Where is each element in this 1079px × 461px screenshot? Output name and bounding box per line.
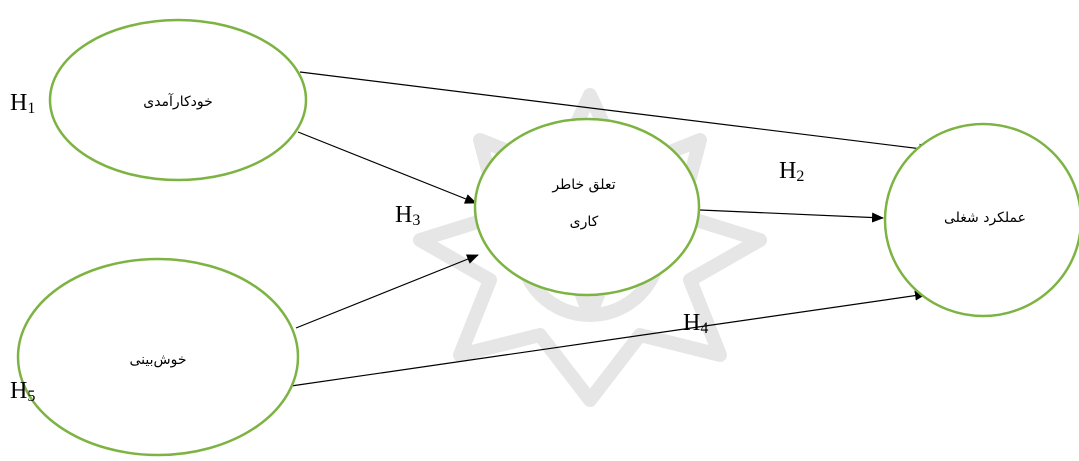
node-self-efficacy-label: خودکارآمدی: [143, 93, 213, 110]
node-optimism: خوش‌بینی: [16, 257, 300, 457]
edge-optimism-to-job-performance: [290, 290, 927, 387]
hypothesis-h3-label: H3: [395, 202, 420, 229]
hypothesis-h5-label: H5: [10, 378, 35, 405]
node-job-performance: عملکرد شغلی: [883, 122, 1079, 318]
edge-work-engagement-to-job-performance: [699, 209, 884, 223]
node-work-engagement-label-line1: تعلق خاطر: [551, 177, 615, 193]
edge-self-efficacy-to-job-performance: [299, 71, 931, 154]
edge-self-efficacy-to-work-engagement: [297, 131, 477, 204]
hypothesis-h1-label: H1: [10, 90, 35, 117]
node-optimism-label: خوش‌بینی: [130, 352, 187, 368]
edge-optimism-to-work-engagement: [295, 254, 479, 329]
node-work-engagement-label-line2: کاری: [570, 214, 599, 230]
node-job-performance-label: عملکرد شغلی: [944, 210, 1026, 226]
node-self-efficacy: خودکارآمدی: [48, 18, 308, 182]
hypothesis-h4-label: H4: [683, 310, 708, 337]
hypothesis-h2-label: H2: [779, 158, 804, 185]
node-work-engagement: تعلق خاطر کاری: [473, 117, 701, 297]
